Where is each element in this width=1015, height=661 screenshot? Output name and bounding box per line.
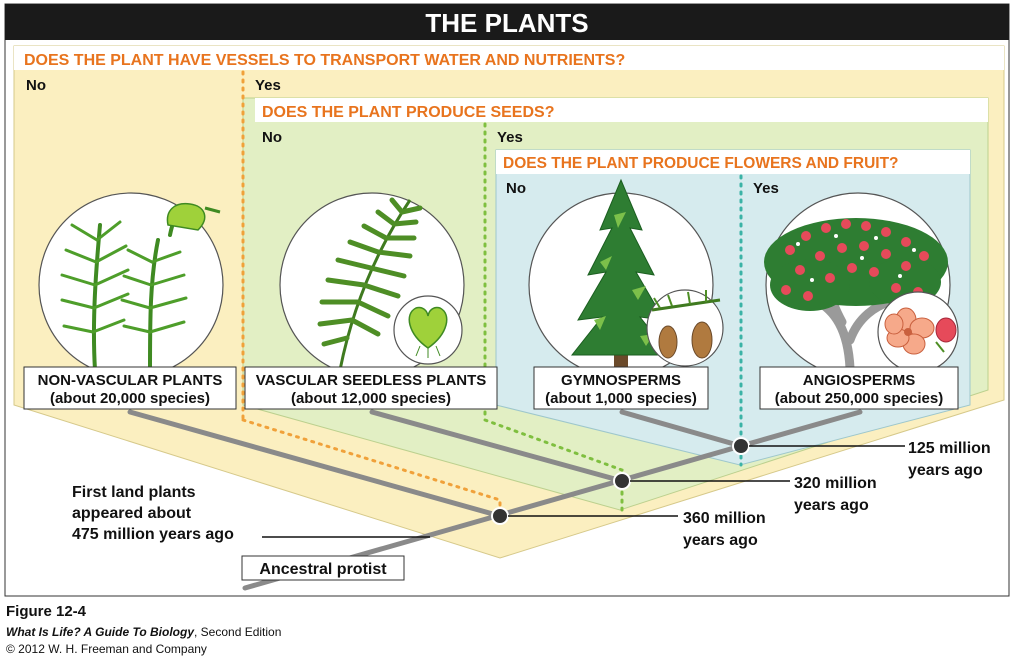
group-box-gymnosperms [533, 366, 709, 410]
divider-vessels-lower [241, 418, 502, 512]
conifer-illustration [528, 178, 724, 378]
copyright: © 2012 W. H. Freeman and Company [6, 642, 207, 656]
root-label: Ancestral protist [259, 561, 387, 578]
branch-angiosperms [738, 409, 863, 449]
question-vessels: DOES THE PLANT HAVE VESSELS TO TRANSPORT… [24, 52, 625, 69]
group-species-nonvascular: (about 20,000 species) [50, 390, 210, 407]
branch-seedless [369, 409, 625, 484]
group-box-seedless [244, 366, 498, 410]
label-360-1: 360 million [683, 510, 766, 527]
answer-no-seeds: No [262, 129, 282, 146]
answer-yes-seeds: Yes [497, 129, 523, 146]
group-name-gymnosperms: GYMNOSPERMS [561, 372, 681, 389]
diagram-title: THE PLANTS [425, 8, 588, 38]
leader-lines [262, 445, 905, 538]
angiosperm-illustration [764, 192, 959, 378]
node-125 [732, 437, 750, 455]
branch-gymnosperms [619, 409, 744, 449]
book-edition: , Second Edition [194, 625, 282, 639]
question-bar-vessels [14, 46, 1004, 70]
node-320 [613, 472, 631, 490]
question-bar-flowers [496, 150, 970, 174]
book-title: What Is Life? A Guide To Biology [6, 625, 194, 639]
label-first-land-3: 475 million years ago [72, 526, 234, 543]
label-320-1: 320 million [794, 475, 877, 492]
question-bar-seeds [255, 98, 988, 122]
moss-illustration [38, 192, 224, 378]
label-320-2: years ago [794, 497, 869, 514]
question-flowers: DOES THE PLANT PRODUCE FLOWERS AND FRUIT… [503, 155, 899, 172]
figure-number: Figure 12-4 [6, 603, 87, 620]
label-125-2: years ago [908, 462, 983, 479]
question-seeds: DOES THE PLANT PRODUCE SEEDS? [262, 104, 554, 121]
label-125-1: 125 million [908, 440, 991, 457]
book-citation: What Is Life? A Guide To Biology, Second… [6, 625, 281, 639]
root-label-box [241, 555, 405, 581]
group-species-seedless: (about 12,000 species) [291, 390, 451, 407]
plant-classification-diagram: THE PLANTS DOES THE PLANT HAVE VESSELS T… [4, 3, 1010, 597]
title-bar [5, 4, 1009, 40]
group-species-gymnosperms: (about 1,000 species) [545, 390, 697, 407]
divider-seeds-lower [483, 418, 624, 512]
group-box-angiosperms [759, 366, 959, 410]
group-species-angiosperms: (about 250,000 species) [775, 390, 943, 407]
node-360 [491, 507, 509, 525]
branch-nonvascular [127, 409, 503, 519]
label-first-land-2: appeared about [72, 505, 192, 522]
label-first-land-1: First land plants [72, 484, 196, 501]
answer-yes-vessels: Yes [255, 77, 281, 94]
group-name-seedless: VASCULAR SEEDLESS PLANTS [256, 372, 487, 389]
label-360-2: years ago [683, 532, 758, 549]
answer-yes-flowers: Yes [753, 180, 779, 197]
group-name-nonvascular: NON-VASCULAR PLANTS [38, 372, 223, 389]
group-name-angiosperms: ANGIOSPERMS [803, 372, 916, 389]
answer-no-vessels: No [26, 77, 46, 94]
group-box-nonvascular [23, 366, 237, 410]
answer-no-flowers: No [506, 180, 526, 197]
fern-illustration [279, 192, 465, 378]
